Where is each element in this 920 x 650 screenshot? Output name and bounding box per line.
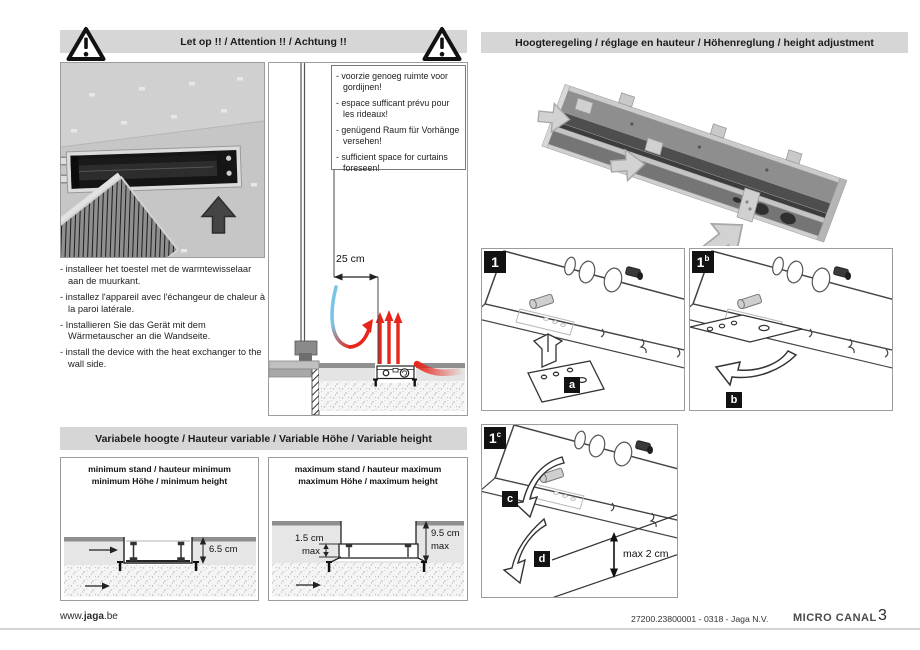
note-item: - sufficient space for curtains foreseen… (336, 151, 448, 173)
channel-3d-render (536, 83, 848, 246)
warning-header-bar: Let op !! / Attention !! / Achtung !! (60, 30, 467, 53)
minimum-title: minimum stand / hauteur minimum minimum … (88, 464, 231, 486)
maximum-art (272, 521, 464, 597)
maximum-depth-label: 9.5 cm (431, 528, 460, 539)
maximum-gap-label: 1.5 cm (295, 533, 324, 544)
trench-outline (123, 537, 193, 564)
window-sill (269, 360, 320, 370)
install-notes: - installeer het toestel met de warmtewi… (60, 264, 268, 375)
height-adjustment-header-title: Hoogteregeling / réglage en hauteur / Hö… (515, 36, 874, 49)
height-adjustment-header-bar: Hoogteregeling / réglage en hauteur / Hö… (481, 32, 908, 53)
warm-air-spread (413, 360, 466, 376)
curtain-note-box: - voorzie genoeg ruimte voor gordijnen! … (331, 65, 466, 173)
variable-height-header-title: Variabele hoogte / Hauteur variable / Va… (95, 432, 432, 445)
minimum-depth-label: 6.5 cm (209, 544, 238, 555)
air-circulation-curve (330, 285, 352, 349)
window-lines (300, 63, 306, 344)
part-label-a: a (564, 377, 580, 393)
installation-photo-art (0, 63, 265, 349)
window-frame-foot (294, 340, 318, 356)
rotate-arrow (714, 350, 798, 387)
minimum-art (64, 537, 256, 597)
anchor-feet (326, 561, 427, 572)
direction-arrows (85, 546, 118, 590)
max-gap-label: max 2 cm (623, 548, 669, 560)
end-holes (732, 197, 796, 225)
maximum-title: maximum stand / hauteur maximum maximum … (294, 464, 442, 486)
step-number-badge: 1 (484, 251, 506, 273)
wall-brackets (574, 97, 761, 223)
note-item: - installeer het toestel met de warmtewi… (60, 264, 252, 286)
website-url: www.jaga.be (60, 611, 118, 622)
warm-air-arrows (375, 310, 403, 364)
step-1b-art (690, 250, 892, 387)
mounting-plate (690, 314, 803, 343)
max-gap-dimension (610, 532, 618, 578)
maximum-gap-qualifier: max (302, 546, 320, 557)
part-label-b: b (726, 392, 742, 408)
part-label-d: d (534, 551, 550, 567)
cross-section-art (269, 63, 466, 415)
maximum-height-panel: maximum stand / hauteur maximum maximum … (268, 457, 468, 601)
depth-dimension (199, 537, 207, 564)
gap-dimension (319, 543, 347, 558)
step-1c-art (482, 425, 677, 597)
wall-cross-section-panel: 25 cm - voorzie genoeg ruimte voor gordi… (268, 62, 468, 416)
note-item: - voorzie genoeg ruimte voor gordijnen! (336, 71, 448, 93)
warning-triangle-icon (66, 27, 106, 61)
warning-header-title: Let op !! / Attention !! / Achtung !! (180, 35, 347, 48)
minimum-height-panel: minimum stand / hauteur minimum minimum … (60, 457, 259, 601)
floor-concrete (319, 381, 465, 411)
air-circulation-arrowhead (362, 319, 373, 333)
top-tabs (618, 92, 803, 165)
curtain-distance-label: 25 cm (336, 253, 365, 265)
window-frame-foot2 (299, 353, 312, 363)
warning-triangle-icon (422, 27, 462, 61)
maximum-depth-qualifier: max (431, 541, 449, 552)
anchor-feet (373, 378, 417, 387)
trench-unit (376, 365, 415, 380)
adjuster-studs (345, 543, 412, 557)
adjuster-studs (129, 541, 185, 562)
trench-outline (330, 521, 427, 563)
note-item: - installez l'appareil avec l'échangeur … (60, 291, 266, 314)
step-panel-1: 1 a (481, 248, 685, 411)
product-name: MICRO CANAL (793, 612, 877, 624)
step-1-art (482, 250, 684, 403)
floor-trench (65, 145, 243, 194)
depth-dimension (422, 521, 430, 563)
curtain-distance-dimension (333, 169, 379, 364)
wall-screw-dots (630, 122, 769, 172)
direction-arrow (296, 581, 321, 589)
document-reference: 27200.23800001 - 0318 - Jaga N.V. (631, 614, 769, 624)
part-label-c: c (502, 491, 518, 507)
installation-photo (0, 62, 265, 349)
anchor-feet (117, 561, 199, 571)
note-item: - install the device with the heat excha… (60, 347, 262, 370)
note-item: - genügend Raum für Vorhänge versehen! (336, 124, 460, 147)
footer-divider (0, 628, 920, 630)
variable-height-header-bar: Variabele hoogte / Hauteur variable / Va… (60, 427, 467, 450)
floor-edge-lines (551, 514, 677, 597)
note-item: - espace sufficant prévu pour les rideau… (336, 97, 450, 120)
page-number: 3 (878, 607, 887, 624)
note-item: - Installieren Sie das Gerät mit dem Wär… (60, 319, 211, 342)
